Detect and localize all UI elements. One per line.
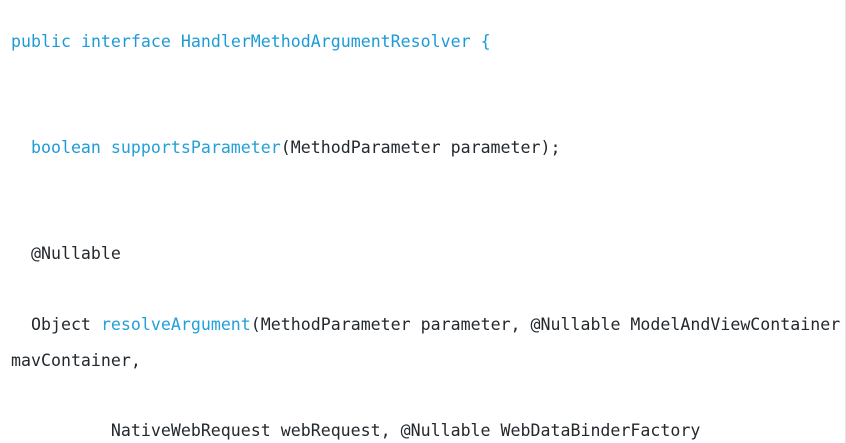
code-token-fn: resolveArgument	[100, 315, 251, 335]
code-line: boolean supportsParameter(MethodParamete…	[11, 130, 845, 165]
code-token-plain: Object	[30, 315, 91, 335]
code-indent	[11, 315, 31, 334]
code-line: public interface HandlerMethodArgumentRe…	[11, 24, 845, 59]
code-token-plain	[171, 32, 181, 51]
code-indent	[11, 421, 111, 440]
code-indent	[11, 244, 31, 263]
code-token-plain	[71, 32, 81, 51]
code-block[interactable]: public interface HandlerMethodArgumentRe…	[11, 24, 845, 443]
code-token-kw: {	[470, 32, 491, 51]
code-line: Object resolveArgument(MethodParameter p…	[11, 307, 845, 378]
code-token-plain: NativeWebRequest webRequest, @Nullable W…	[110, 421, 701, 441]
code-token-plain	[101, 138, 111, 157]
code-token-kw: interface	[80, 32, 171, 51]
code-token-kw: public	[11, 32, 71, 51]
code-line: NativeWebRequest webRequest, @Nullable W…	[11, 413, 845, 443]
code-token-kw: boolean	[30, 138, 101, 158]
code-token-ann: @Nullable	[30, 244, 121, 264]
code-indent	[11, 138, 31, 157]
code-token-kw: HandlerMethodArgumentResolver	[180, 32, 471, 51]
code-token-fn: supportsParameter	[110, 138, 281, 158]
code-token-plain	[91, 315, 101, 334]
code-token-plain: (MethodParameter parameter, @Nullable Mo…	[11, 315, 841, 370]
code-token-plain: (MethodParameter parameter);	[280, 138, 561, 158]
code-line: @Nullable	[11, 236, 845, 271]
